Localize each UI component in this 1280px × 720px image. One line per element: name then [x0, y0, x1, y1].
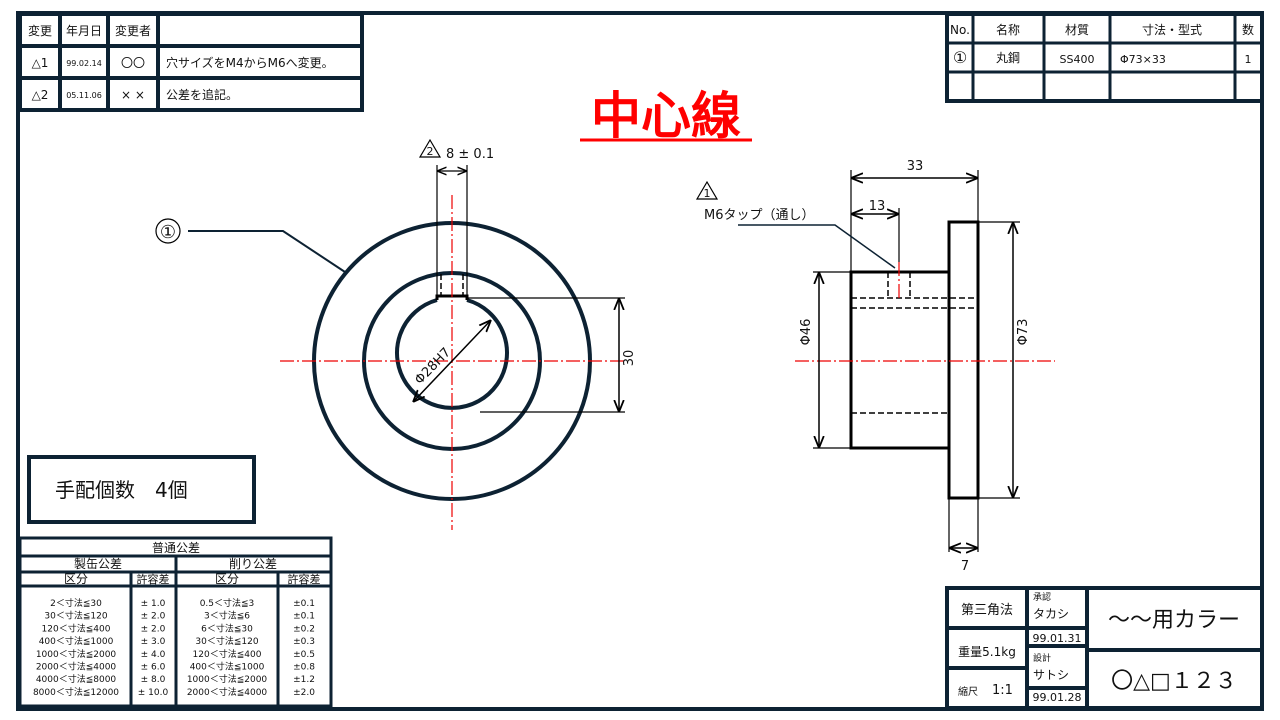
svg-text:Φ73×33: Φ73×33	[1120, 53, 1166, 66]
flange-dia-dim: Φ73	[1016, 319, 1031, 346]
svg-text:削り公差: 削り公差	[229, 557, 277, 571]
tolerance-cell: ±0.1	[293, 599, 315, 609]
rev-mark: △2	[32, 88, 49, 102]
sheet-border	[16, 11, 1264, 711]
revision-mark-1: 1	[704, 187, 711, 200]
svg-text:SS400: SS400	[1060, 53, 1095, 66]
svg-text:①: ①	[953, 48, 967, 67]
rev-by: 〇〇	[121, 56, 145, 70]
tolerance-cell: ± 8.0	[141, 675, 166, 685]
svg-text:99.01.28: 99.01.28	[1033, 691, 1082, 704]
tap-position-dim: 13	[869, 199, 886, 214]
svg-text:サトシ: サトシ	[1033, 668, 1069, 682]
part-name: ～～用カラー	[1108, 608, 1240, 633]
rev-desc: 穴サイズをM4からM6へ変更。	[166, 55, 334, 70]
tolerance-cell: ± 2.0	[141, 612, 166, 622]
tolerance-cell: ± 1.0	[141, 599, 166, 609]
tolerance-cell: 1000＜寸法≦2000	[36, 648, 117, 660]
part-balloon: ①	[160, 222, 176, 243]
svg-text:許容差: 許容差	[137, 572, 170, 586]
rev-desc: 公差を追記。	[166, 87, 238, 102]
svg-text:寸法・型式: 寸法・型式	[1142, 23, 1202, 37]
svg-text:1: 1	[1245, 53, 1252, 66]
side-view: 33 13 Φ46 Φ73 7 1 M6タップ（通し）	[695, 159, 1055, 574]
tap-note: M6タップ（通し）	[704, 208, 815, 223]
tolerance-cell: 400＜寸法≦1000	[190, 661, 265, 673]
rev-mark: △1	[32, 56, 49, 70]
svg-text:No.: No.	[950, 23, 970, 37]
svg-text:区分: 区分	[215, 572, 239, 586]
tolerance-cell: ± 10.0	[138, 688, 169, 698]
tolerance-cell: 2000＜寸法≦4000	[187, 686, 268, 698]
tolerance-cell: 120＜寸法≦400	[42, 622, 111, 634]
drawing-number: 〇△□１２３	[1111, 669, 1237, 694]
tolerance-cell: 8000＜寸法≦12000	[33, 686, 119, 698]
rev-header: 年月日	[66, 24, 102, 38]
svg-text:材質: 材質	[1065, 22, 1089, 37]
tolerance-cell: 3＜寸法≦6	[204, 610, 250, 622]
tolerance-cell: ± 3.0	[141, 637, 166, 647]
svg-text:承認: 承認	[1033, 591, 1051, 603]
tolerance-cell: ±0.1	[293, 612, 315, 622]
svg-text:許容差: 許容差	[288, 572, 321, 586]
length-dim: 33	[907, 159, 924, 174]
rev-by: × ×	[121, 88, 145, 102]
tolerance-cell: ±0.2	[293, 624, 315, 634]
tolerance-cell: ± 6.0	[141, 663, 166, 673]
tolerance-cell: ±0.3	[293, 637, 315, 647]
hub-dia-dim: Φ46	[799, 319, 814, 346]
revision-table: 変更 年月日 変更者 △1 99.02.14 〇〇 穴サイズをM4からM6へ変更…	[18, 12, 364, 112]
tolerance-cell: 400＜寸法≦1000	[39, 635, 114, 647]
title-block: 第三角法 重量5.1kg 縮尺 1:1 承認 タカシ 99.01.31 設計 サ…	[945, 586, 1264, 710]
tolerance-cell: ±2.0	[293, 688, 315, 698]
tolerance-cell: ± 4.0	[141, 650, 166, 660]
tolerance-cell: ±1.2	[293, 675, 315, 685]
svg-text:第三角法: 第三角法	[961, 603, 1013, 618]
svg-text:設計: 設計	[1033, 652, 1051, 664]
tolerance-cell: 30＜寸法≦120	[44, 610, 107, 622]
height-dim: 30	[622, 350, 637, 367]
tolerance-cell: 1000＜寸法≦2000	[187, 673, 268, 685]
tolerance-cell: ± 2.0	[141, 624, 166, 634]
rev-date: 99.02.14	[66, 59, 102, 68]
tolerance-cell: 4000＜寸法≦8000	[36, 673, 117, 685]
general-tolerance-table: 普通公差 製缶公差 削り公差 区分 許容差 区分 許容差 2＜寸法≦30 ± 1.…	[18, 536, 333, 708]
tolerance-cell: 2＜寸法≦30	[50, 597, 102, 609]
svg-text:1:1: 1:1	[992, 683, 1013, 698]
quantity-note-box	[27, 455, 256, 524]
tolerance-cell: 0.5＜寸法≦3	[200, 597, 255, 609]
parts-table: No. 名称 材質 寸法・型式 数 ① 丸鋼 SS400 Φ73×33 1	[945, 12, 1264, 103]
svg-text:重量5.1kg: 重量5.1kg	[958, 645, 1016, 659]
quantity-note: 手配個数 4個	[55, 478, 188, 502]
svg-text:普通公差: 普通公差	[152, 541, 200, 555]
revision-mark-2: 2	[427, 145, 434, 158]
rev-date: 05.11.06	[66, 91, 102, 100]
svg-text:名称: 名称	[996, 22, 1020, 37]
page-title: 中心線	[591, 87, 741, 145]
tolerance-cell: 120＜寸法≦400	[193, 648, 262, 660]
svg-text:タカシ: タカシ	[1033, 607, 1069, 621]
svg-text:丸鋼: 丸鋼	[996, 51, 1020, 65]
tolerance-cell: ±0.5	[293, 650, 315, 660]
front-view: 2 8 ± 0.1 30 Φ28H7 ①	[155, 138, 637, 530]
tolerance-cell: 30＜寸法≦120	[195, 635, 258, 647]
svg-text:製缶公差: 製缶公差	[74, 557, 122, 571]
svg-text:99.01.31: 99.01.31	[1033, 632, 1082, 645]
svg-text:縮尺: 縮尺	[958, 685, 978, 698]
svg-text:区分: 区分	[64, 572, 88, 586]
tolerance-cell: 2000＜寸法≦4000	[36, 661, 117, 673]
svg-text:数: 数	[1242, 22, 1254, 37]
rev-header: 変更	[28, 23, 52, 38]
flange-thickness-dim: 7	[961, 559, 969, 574]
tolerance-cell: 6＜寸法≦30	[201, 622, 253, 634]
tolerance-cell: ±0.8	[293, 663, 315, 673]
key-width-dim: 8 ± 0.1	[446, 147, 494, 162]
rev-header: 変更者	[115, 23, 151, 38]
